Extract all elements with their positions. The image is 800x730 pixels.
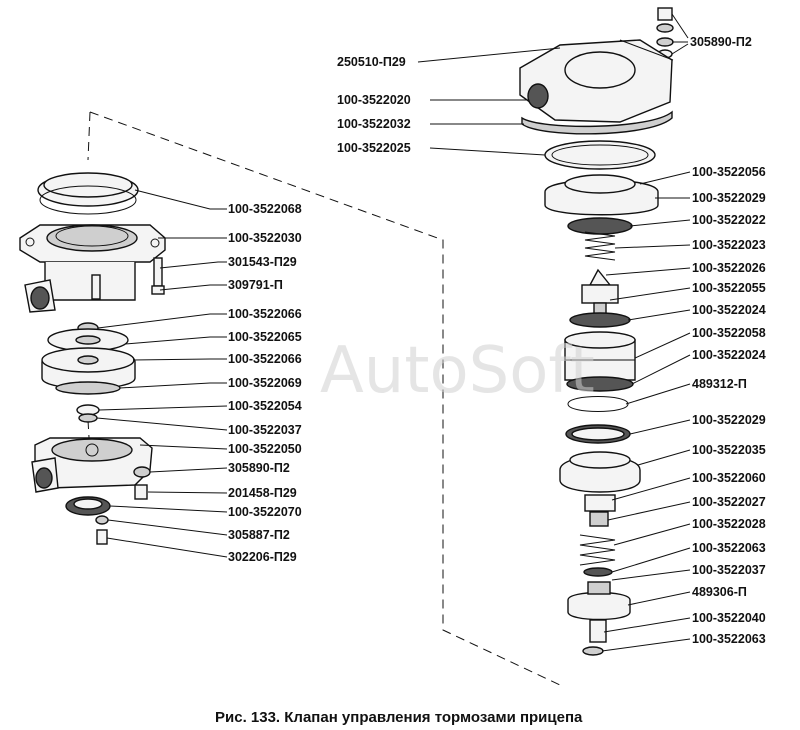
part-label: 100-3522024 [692, 303, 766, 317]
watermark-text: AutoSoft [320, 334, 595, 408]
part-label: 100-3522066 [228, 352, 302, 366]
part-label: 100-3522020 [337, 93, 411, 107]
part-label: 100-3522035 [692, 443, 766, 457]
part-label: 100-3522029 [692, 413, 766, 427]
part-label: 100-3522063 [692, 632, 766, 646]
part-label: 100-3522037 [692, 563, 766, 577]
part-label: 100-3522058 [692, 326, 766, 340]
part-label: 305887-П2 [228, 528, 290, 542]
part-label: 100-3522066 [228, 307, 302, 321]
right-leader-lines [417, 13, 691, 652]
part-label: 100-3522026 [692, 261, 766, 275]
part-label: 201458-П29 [228, 486, 297, 500]
part-label: 250510-П29 [337, 55, 406, 69]
part-label: 100-3522060 [692, 471, 766, 485]
part-label: 100-3522070 [228, 505, 302, 519]
part-label: 489312-П [692, 377, 747, 391]
part-label: 100-3522056 [692, 165, 766, 179]
part-label: 100-3522023 [692, 238, 766, 252]
part-label: 489306-П [692, 585, 747, 599]
part-label: 100-3522028 [692, 517, 766, 531]
top-part-labels: 250510-П29 100-3522020 100-3522032 100-3… [337, 35, 752, 155]
right-part-labels: 100-3522056 100-3522029 100-3522022 100-… [692, 165, 766, 646]
part-label: 100-3522022 [692, 213, 766, 227]
part-label: 301543-П29 [228, 255, 297, 269]
right-assembly-drawing [519, 7, 674, 656]
part-label: 100-3522025 [337, 141, 411, 155]
figure-caption: Рис. 133. Клапан управления тормозами пр… [215, 709, 583, 726]
part-label: 305890-П2 [228, 461, 290, 475]
part-label: 100-3522030 [228, 231, 302, 245]
part-label: 100-3522068 [228, 202, 302, 216]
part-label: 302206-П29 [228, 550, 297, 564]
part-label: 100-3522024 [692, 348, 766, 362]
part-label: 309791-П [228, 278, 283, 292]
dashed-assembly-outline [87, 111, 561, 686]
part-label: 100-3522027 [692, 495, 766, 509]
part-label: 100-3522040 [692, 611, 766, 625]
left-assembly-drawing [19, 172, 166, 545]
part-label: 100-3522063 [692, 541, 766, 555]
part-label: 100-3522050 [228, 442, 302, 456]
left-part-labels: 100-3522068 100-3522030 301543-П29 30979… [228, 202, 302, 564]
part-label: 100-3522069 [228, 376, 302, 390]
part-label: 100-3522055 [692, 281, 766, 295]
part-label: 305890-П2 [690, 35, 752, 49]
part-label: 100-3522032 [337, 117, 411, 131]
part-label: 100-3522029 [692, 191, 766, 205]
part-label: 100-3522054 [228, 399, 302, 413]
part-label: 100-3522065 [228, 330, 302, 344]
left-leader-lines [96, 189, 228, 558]
part-label: 100-3522037 [228, 423, 302, 437]
